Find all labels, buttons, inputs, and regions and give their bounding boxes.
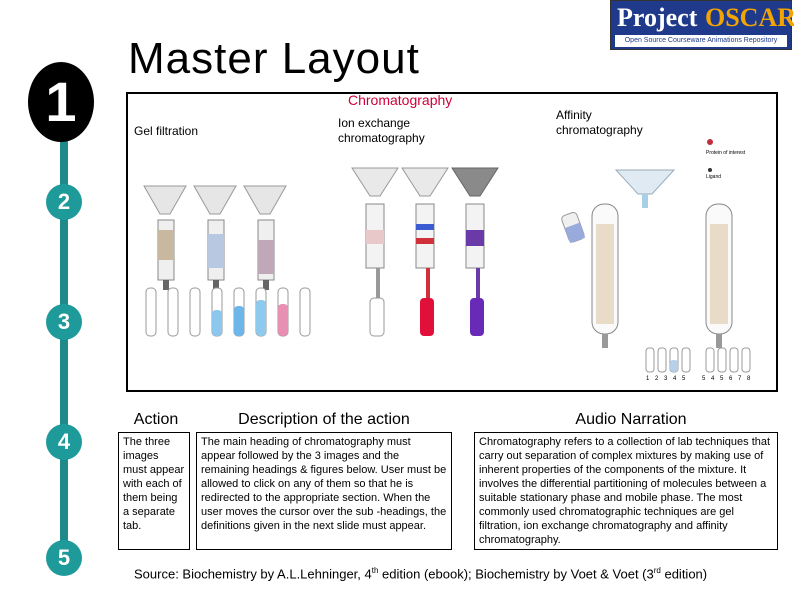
tube-number: 6 xyxy=(729,376,733,382)
tube-number: 5 xyxy=(702,376,706,382)
page-title: Master Layout xyxy=(128,34,420,83)
tube-number: 5 xyxy=(720,376,724,382)
ion-column-3 xyxy=(451,167,499,336)
affinity-funnel xyxy=(614,169,676,208)
affinity-column-1 xyxy=(591,203,619,348)
legend-protein-label: Protein of interest xyxy=(706,150,746,156)
gel-column-3 xyxy=(243,185,287,290)
source-text: edition) xyxy=(660,566,708,582)
gel-filtration-figure[interactable] xyxy=(140,180,330,380)
gel-fraction-tubes xyxy=(145,287,311,337)
project-oscar-logo: Project OSCAR Open Source Courseware Ani… xyxy=(610,0,794,50)
logo-tagline: Open Source Courseware Animations Reposi… xyxy=(615,35,787,47)
chromatography-canvas xyxy=(126,92,778,392)
ion-exchange-heading[interactable]: Ion exchange chromatography xyxy=(338,116,425,145)
affinity-tube-numbers: 1 2 3 4 5 5 4 5 6 7 8 xyxy=(646,376,751,382)
source-text: edition (ebook); Biochemistry by Voet & … xyxy=(378,566,654,582)
affinity-column-2 xyxy=(705,203,733,348)
tube-number: 7 xyxy=(738,376,742,382)
affinity-legend: Protein of interest Ligand xyxy=(706,139,746,180)
logo-project-text: Project xyxy=(617,3,698,32)
legend-ligand-label: Ligand xyxy=(706,174,721,180)
tube-number: 5 xyxy=(682,376,686,382)
ion-column-1 xyxy=(351,167,399,337)
tube-number: 1 xyxy=(646,376,650,382)
tube-number: 4 xyxy=(673,376,677,382)
gel-column-1 xyxy=(143,185,187,290)
affinity-heading[interactable]: Affinity chromatography xyxy=(556,108,643,137)
audio-narration-cell: Chromatography refers to a collection of… xyxy=(474,432,778,550)
source-sup: th xyxy=(371,566,379,575)
tube-number: 2 xyxy=(655,376,659,382)
source-citation: Source: Biochemistry by A.L.Lehninger, 4… xyxy=(134,566,707,581)
tube-number: 8 xyxy=(747,376,751,382)
source-text: Source: Biochemistry by A.L.Lehninger, 4 xyxy=(134,566,372,582)
step-2-marker: 2 xyxy=(46,184,82,220)
step-4-marker: 4 xyxy=(46,424,82,460)
logo-oscar-text: OSCAR xyxy=(705,3,794,32)
gel-filtration-heading[interactable]: Gel filtration xyxy=(134,124,199,138)
action-header: Action xyxy=(133,411,179,428)
description-cell: The main heading of chromatography must … xyxy=(196,432,452,550)
affinity-tube-tilted xyxy=(561,211,586,244)
ion-column-2 xyxy=(401,167,449,336)
action-cell: The three images must appear with each o… xyxy=(118,432,190,550)
step-5-marker: 5 xyxy=(46,540,82,576)
audio-header: Audio Narration xyxy=(575,411,687,428)
description-header: Description of the action xyxy=(238,411,410,428)
tube-number: 3 xyxy=(664,376,668,382)
source-sup: rd xyxy=(653,566,661,575)
gel-column-2 xyxy=(193,185,237,290)
ion-exchange-figure[interactable] xyxy=(340,164,500,344)
step-3-marker: 3 xyxy=(46,304,82,340)
tube-number: 4 xyxy=(711,376,715,382)
affinity-figure[interactable]: Protein of interest Ligand 1 2 3 4 5 xyxy=(556,134,776,384)
chromatography-heading[interactable]: Chromatography xyxy=(348,92,453,108)
affinity-fraction-tubes xyxy=(645,347,751,373)
step-1-marker: 1 xyxy=(28,62,94,142)
